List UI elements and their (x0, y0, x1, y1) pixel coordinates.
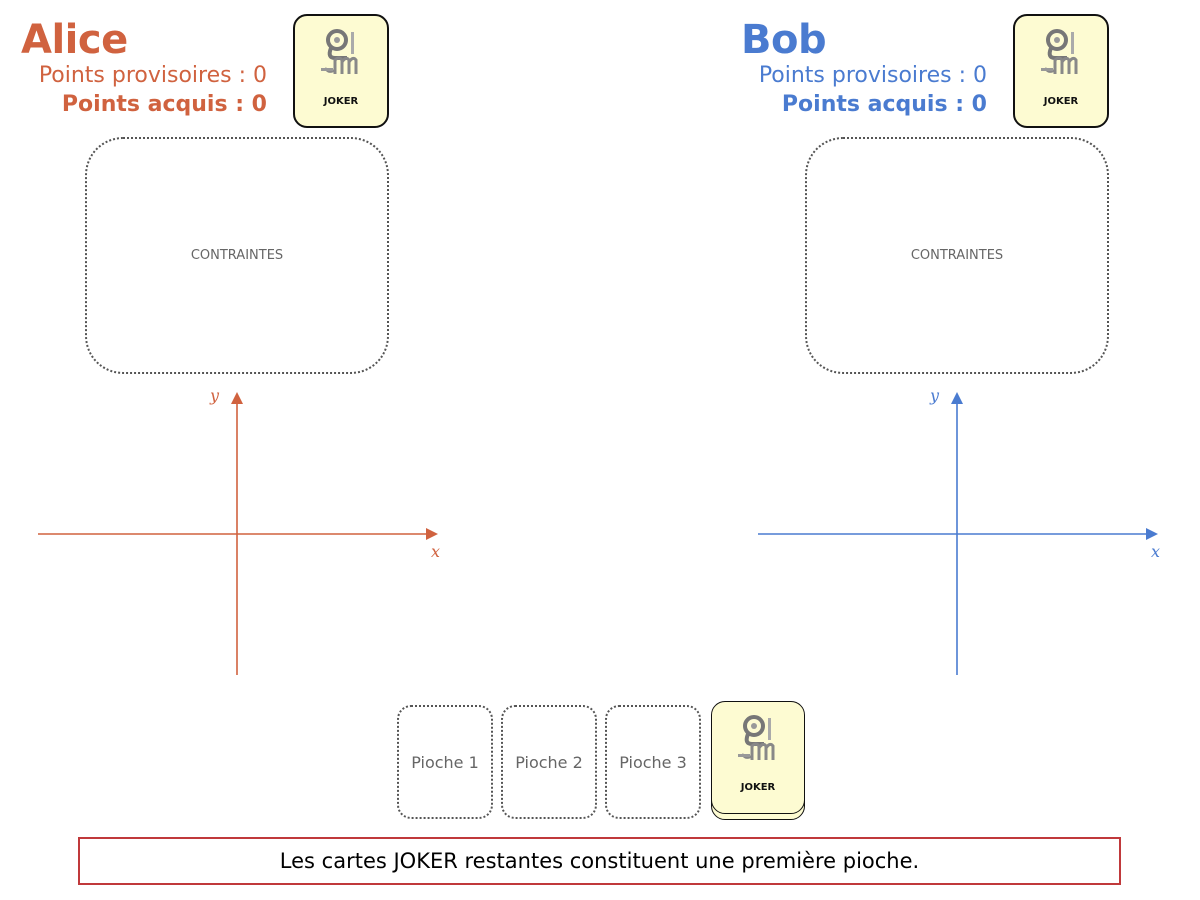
y-axis-arrow-icon (231, 392, 243, 404)
constraints-zone[interactable]: CONTRAINTES (85, 137, 389, 374)
coordinate-axes (758, 392, 1158, 675)
draw-pile-1[interactable]: Pioche 1 (397, 705, 493, 819)
pm-creation-logo-icon (738, 715, 775, 762)
player-name: Bob (741, 17, 827, 63)
x-axis-arrow-icon (426, 528, 438, 540)
draw-pile-2[interactable]: Pioche 2 (501, 705, 597, 819)
y-axis-label: y (210, 386, 220, 405)
coordinate-axes (38, 392, 438, 675)
points-acquis: Points acquis : 0 (781, 92, 987, 117)
draw-pile-3[interactable]: Pioche 3 (605, 705, 701, 819)
y-axis-arrow-icon (951, 392, 963, 404)
constraints-zone[interactable]: CONTRAINTES (805, 137, 1109, 374)
draw-pile-label: Pioche 2 (515, 752, 583, 772)
draw-pile-label: Pioche 1 (411, 752, 479, 772)
joker-card[interactable]: JOKER (293, 14, 389, 128)
x-axis-label: x (1151, 542, 1161, 561)
x-axis-label: x (431, 542, 441, 561)
instruction-banner: Les cartes JOKER restantes constituent u… (78, 837, 1121, 885)
player-name: Alice (21, 17, 128, 63)
pm-creation-logo-icon (321, 29, 358, 76)
instruction-text: Les cartes JOKER restantes constituent u… (279, 849, 920, 873)
joker-deck-label: JOKER (740, 782, 776, 793)
points-provisoires: Points provisoires : 0 (758, 63, 987, 88)
draw-pile-label: Pioche 3 (619, 752, 687, 772)
constraints-label: CONTRAINTES (910, 248, 1004, 263)
joker-card-label: JOKER (323, 96, 359, 107)
x-axis-arrow-icon (1146, 528, 1158, 540)
pm-creation-logo-icon (1041, 29, 1078, 76)
joker-deck-top-card[interactable]: JOKER (711, 701, 805, 814)
joker-card-label: JOKER (1043, 96, 1079, 107)
constraints-label: CONTRAINTES (190, 248, 284, 263)
points-acquis: Points acquis : 0 (61, 92, 267, 117)
points-provisoires: Points provisoires : 0 (38, 63, 267, 88)
y-axis-label: y (930, 386, 940, 405)
joker-card[interactable]: JOKER (1013, 14, 1109, 128)
